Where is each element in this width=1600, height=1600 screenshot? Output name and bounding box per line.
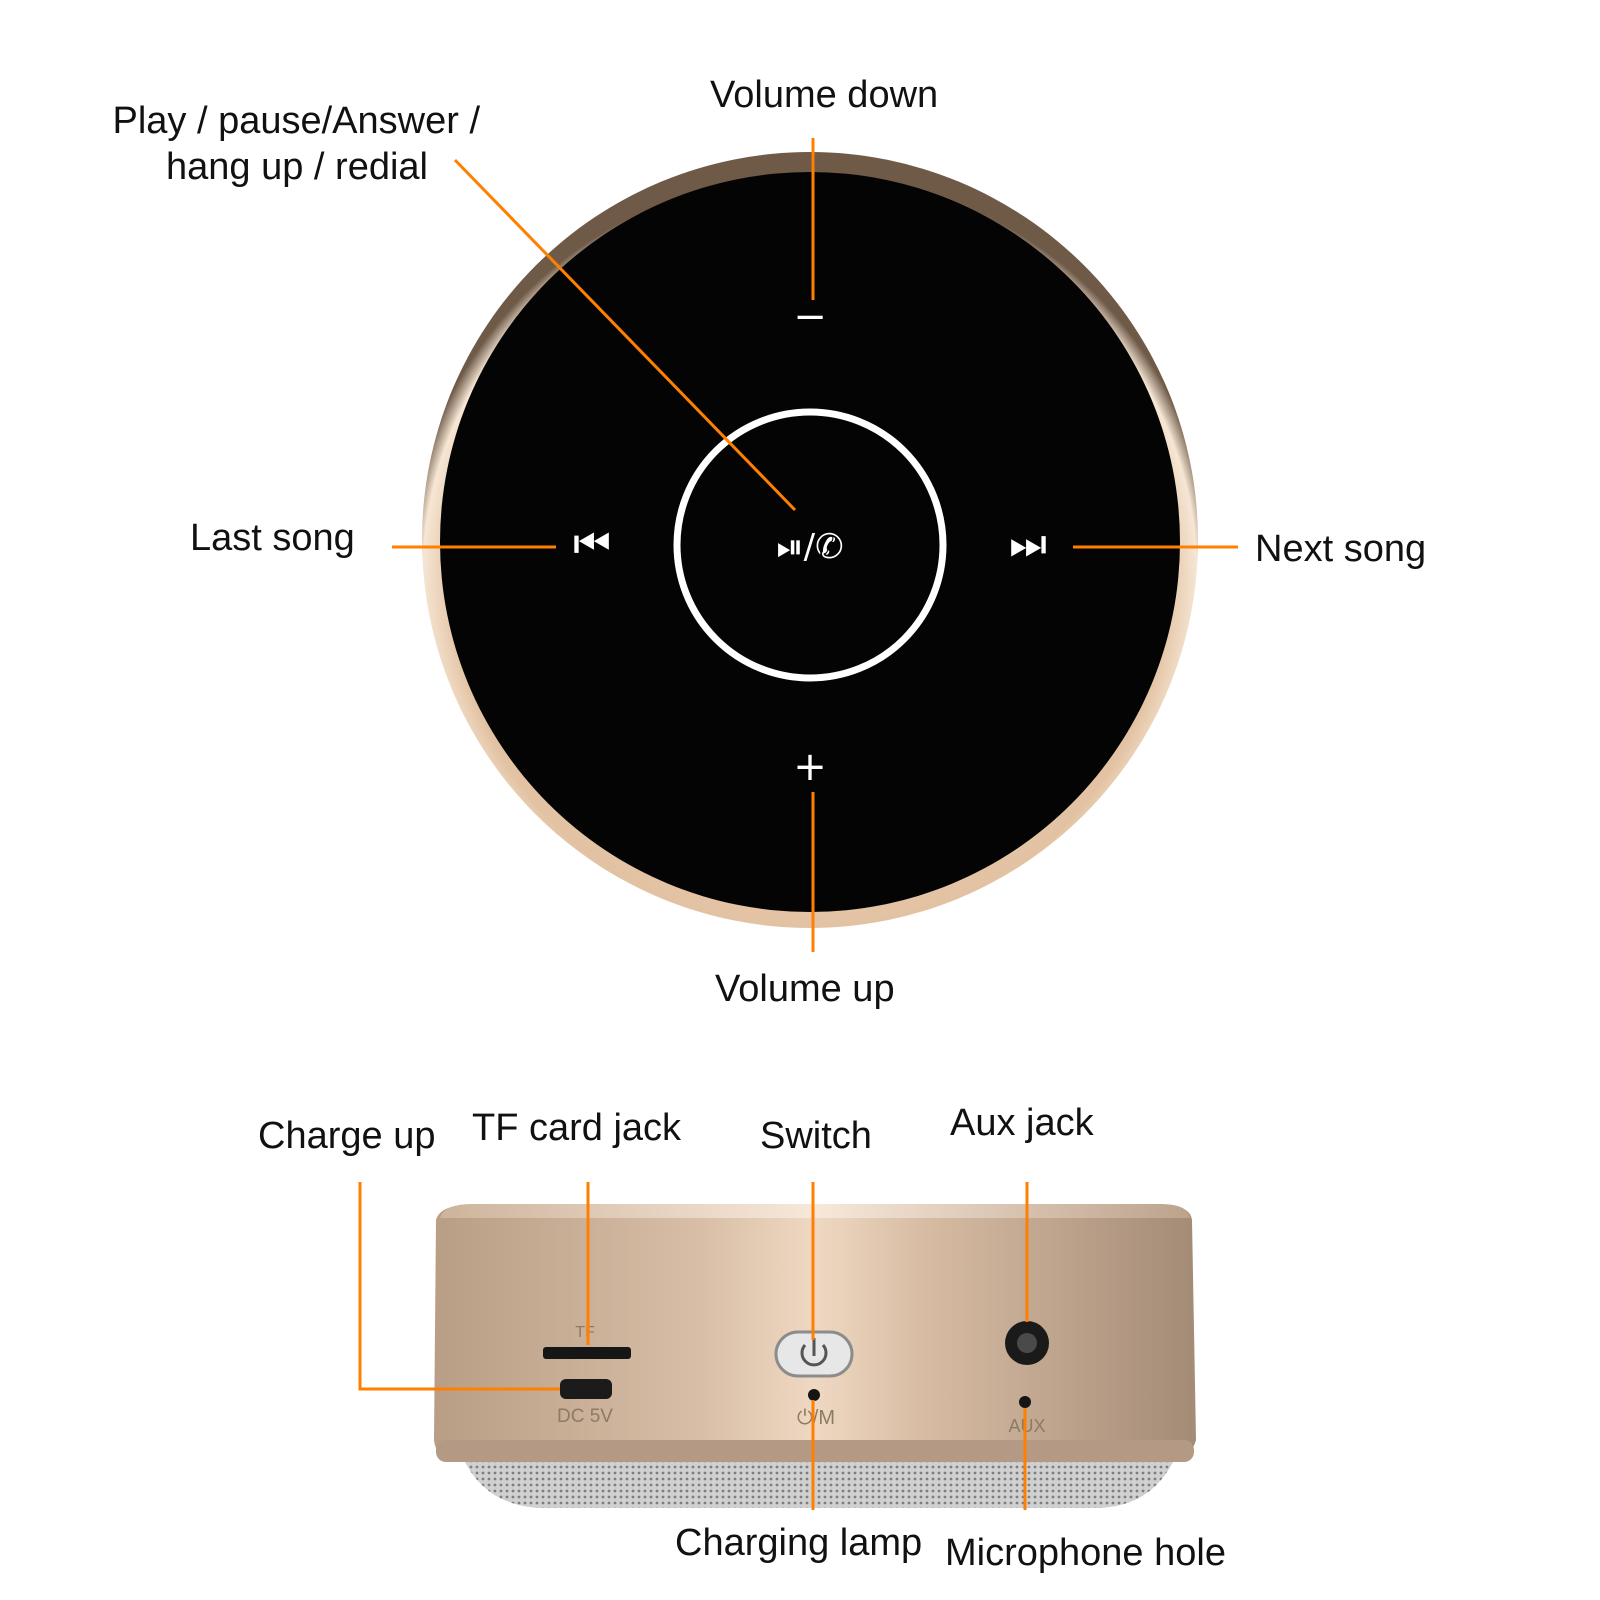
- microphone-hole: [1019, 1396, 1031, 1408]
- label-microphone-hole: Microphone hole: [945, 1532, 1226, 1574]
- next-icon[interactable]: ⏭: [1009, 519, 1047, 568]
- label-aux-jack: Aux jack: [950, 1102, 1094, 1144]
- aux-port-hole: [1017, 1333, 1037, 1353]
- leader-play: [453, 158, 797, 512]
- label-charge-up: Charge up: [258, 1115, 436, 1157]
- bottom-edge: [436, 1440, 1194, 1462]
- aux-marking: AUX: [1008, 1416, 1045, 1436]
- dc-port: [560, 1379, 612, 1399]
- play-pause-call-icon[interactable]: ⏯/✆: [776, 527, 843, 567]
- label-play-line1: Play / pause/Answer /: [112, 100, 480, 142]
- leader-charge-up: [358, 1182, 560, 1391]
- panel-face: [440, 172, 1180, 912]
- label-play-line2: hang up / redial: [166, 146, 428, 188]
- label-play-pause: Play / pause/Answer / hang up / redial: [60, 98, 480, 190]
- mode-marking: ⏻/M: [797, 1407, 835, 1429]
- top-leaders: [392, 138, 1238, 952]
- label-charging-lamp: Charging lamp: [675, 1522, 923, 1564]
- center-ring: [673, 408, 947, 682]
- tf-card-slot: [543, 1347, 631, 1359]
- dc-marking: DC 5V: [557, 1406, 613, 1427]
- label-volume-down: Volume down: [710, 74, 939, 116]
- prev-icon[interactable]: ⏮: [573, 519, 611, 568]
- control-panel: [422, 152, 1198, 928]
- minus-icon[interactable]: −: [793, 294, 827, 340]
- label-last-song: Last song: [190, 517, 355, 559]
- label-tf-card-jack: TF card jack: [472, 1107, 682, 1149]
- plus-icon[interactable]: +: [793, 744, 827, 790]
- charging-lamp: [808, 1389, 820, 1401]
- top-edge: [440, 1204, 1190, 1218]
- label-volume-up: Volume up: [715, 968, 895, 1010]
- speaker-body: [434, 1204, 1196, 1508]
- label-next-song: Next song: [1255, 528, 1427, 570]
- tf-marking: TF: [575, 1324, 595, 1341]
- bottom-leaders: [358, 1182, 1029, 1510]
- label-switch: Switch: [760, 1115, 872, 1157]
- power-icon: [800, 1338, 828, 1367]
